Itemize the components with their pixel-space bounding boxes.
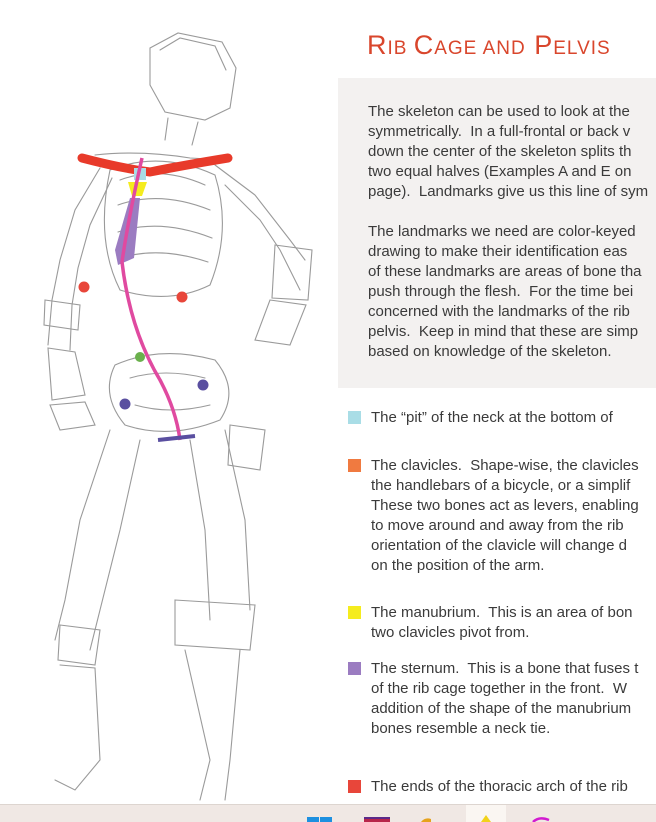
title-ib: IB: [387, 38, 414, 59]
taskbar-app-arc[interactable]: [522, 805, 562, 822]
title-and: AND: [482, 38, 526, 59]
taskbar-app-folder[interactable]: [410, 805, 450, 822]
legend-item-thoracic-arch: The ends of the thoracic arch of the rib: [348, 777, 656, 799]
title-age: AGE: [434, 38, 483, 59]
title-c: C: [413, 30, 435, 60]
windows-start-button[interactable]: [300, 805, 340, 822]
legend-text: The manubrium. This is an area of bon tw…: [371, 604, 633, 641]
legend-item-manubrium: The manubrium. This is an area of bon tw…: [348, 603, 656, 648]
thoracic-arch-left-landmark: [78, 281, 90, 293]
taskbar: [0, 804, 656, 822]
pelvis-right-landmark: [197, 379, 209, 391]
legend-text: The “pit” of the neck at the bottom of: [371, 409, 613, 426]
pelvis-left-landmark: [119, 398, 131, 410]
legend-item-clavicles: The clavicles. Shape-wise, the clavicles…: [348, 456, 656, 581]
page-title: RIB CAGE AND PELVIS: [367, 30, 611, 61]
legend-item-sternum: The sternum. This is a bone that fuses t…: [348, 659, 656, 744]
legend-swatch-cyan: [348, 411, 361, 424]
legend-text: The sternum. This is a bone that fuses t…: [371, 660, 639, 737]
intro-paragraph-1: The skeleton can be used to look at the …: [368, 103, 649, 200]
title-elvis: ELVIS: [553, 38, 611, 59]
legend-text: The ends of the thoracic arch of the rib: [371, 778, 628, 795]
taskbar-app-media[interactable]: [357, 805, 397, 822]
title-p: P: [525, 30, 554, 60]
green-landmark: [135, 352, 145, 362]
thoracic-arch-right-landmark: [176, 291, 188, 303]
title-r: R: [367, 30, 388, 60]
legend-swatch-orange: [348, 459, 361, 472]
media-icon: [364, 817, 390, 822]
legend-text: The clavicles. Shape-wise, the clavicles…: [371, 457, 639, 574]
legend-swatch-red: [348, 780, 361, 793]
center-line: [120, 157, 182, 441]
figure-drawing: [43, 32, 313, 801]
legend-item-neck-pit: The “pit” of the neck at the bottom of: [348, 408, 656, 498]
sticky-app-icon: [481, 815, 491, 822]
legend-swatch-yellow: [348, 606, 361, 619]
legend-swatch-purple: [348, 662, 361, 675]
intro-panel: [338, 78, 656, 388]
taskbar-app-active[interactable]: [466, 805, 506, 822]
intro-paragraph-2: The landmarks we need are color-keyed dr…: [368, 223, 642, 360]
windows-icon: [307, 817, 332, 822]
pencil-sketch: [43, 32, 313, 801]
arc-icon: [532, 817, 550, 822]
clavicle-landmark: [77, 153, 233, 177]
pubic-landmark: [157, 434, 196, 442]
folder-icon: [421, 818, 431, 822]
